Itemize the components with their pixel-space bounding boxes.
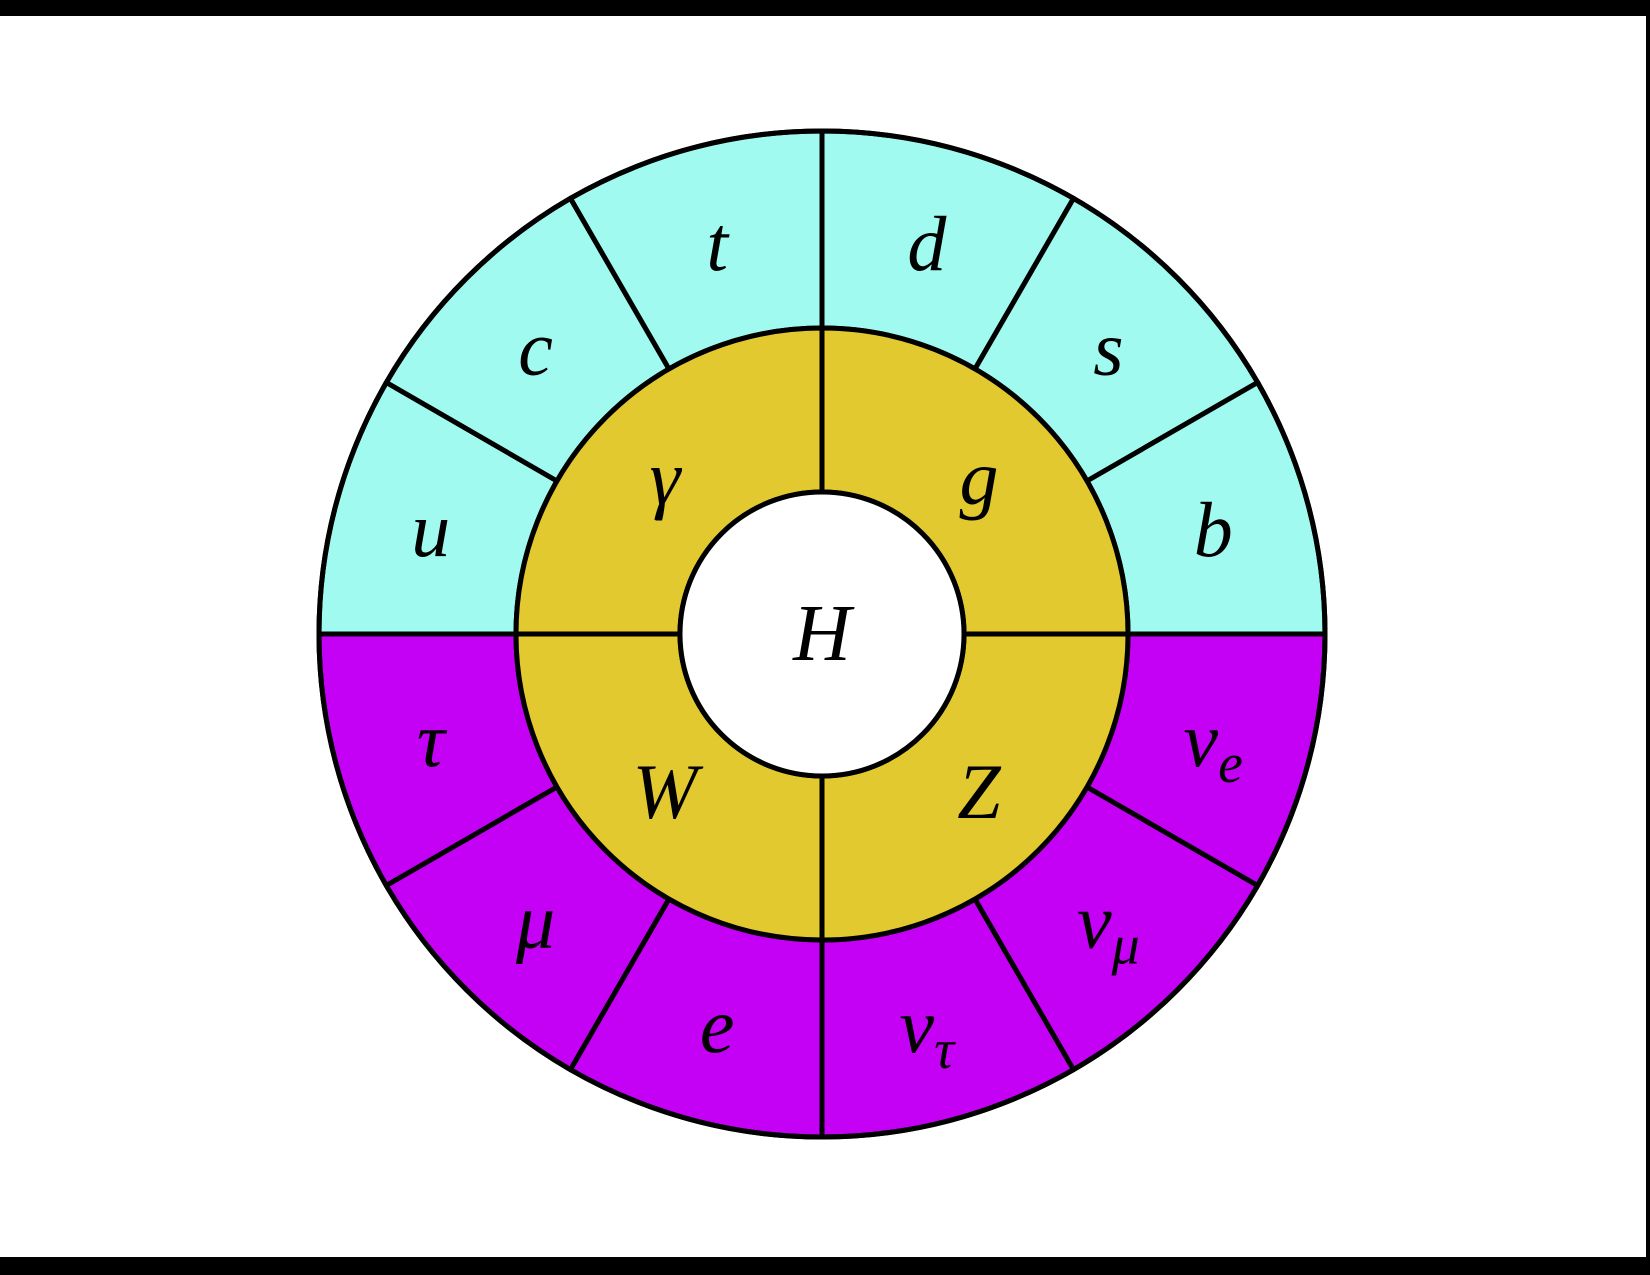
bottom-border	[0, 1257, 1650, 1275]
higgs-center	[316, 128, 1328, 1140]
quark-label-strange: s	[1093, 304, 1123, 391]
lepton-label-electron-neutrino: νe	[1183, 695, 1242, 795]
boson-label-gluon: g	[959, 434, 998, 521]
right-border	[1646, 0, 1650, 1275]
boson-label-photon: γ	[650, 434, 683, 521]
lepton-label-tau: τ	[417, 695, 448, 782]
lepton-label-muon-neutrino: νμ	[1077, 877, 1140, 977]
quark-label-charm: c	[518, 304, 553, 391]
lepton-label-muon: μ	[515, 877, 555, 964]
boson-label-w-boson: W	[633, 747, 704, 834]
outer-rim	[316, 128, 1328, 1140]
lepton-label-tau-neutrino: ντ	[899, 982, 956, 1082]
top-border	[0, 0, 1650, 16]
quark-label-down: d	[907, 199, 947, 286]
middle-ring	[513, 325, 1131, 943]
lepton-label-electron: e	[700, 982, 735, 1069]
quark-label-up: u	[411, 486, 450, 573]
higgs-label: H	[792, 590, 855, 678]
quark-label-top: t	[706, 199, 730, 286]
boson-label-z-boson: Z	[957, 747, 1002, 834]
higgs-circle	[677, 489, 967, 779]
quark-label-bottom: b	[1194, 486, 1233, 573]
